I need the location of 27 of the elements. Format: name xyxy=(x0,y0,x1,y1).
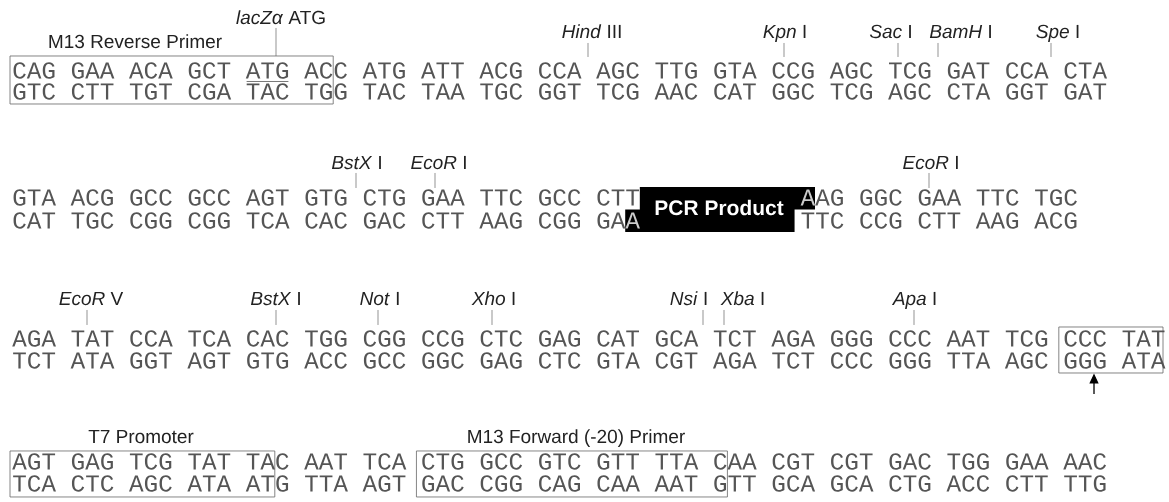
restriction-site-label: EcoR V xyxy=(59,291,124,326)
overhang-base: A xyxy=(800,189,816,206)
restriction-site-label: Xho I xyxy=(471,291,515,326)
restriction-site-label: BstX I xyxy=(331,155,381,189)
node-label: M13 Forward (-20) Primer xyxy=(468,429,685,447)
restriction-site-label: Nsi I xyxy=(670,291,707,326)
restriction-site-label: Kpn I xyxy=(763,24,806,58)
restriction-site-label: Xba I xyxy=(720,291,764,326)
dna-sequence: GTC CTT TGT CGA TAC TGG TAC TAA TGC GGT TCG AAC CAT GGC TCG AGC CTA GGT GAT xyxy=(13,83,1107,100)
dna-sequence: CAG GAA ACA GCT ATG ACC ATG ATT ACG CCA AGC TTG GTA CCG AGC TCG GAT CCA CTA xyxy=(13,62,1108,79)
node-label: M13 Reverse Primer xyxy=(49,34,222,49)
restriction-site-label: Spe I xyxy=(1036,24,1079,58)
dna-sequence: TCT ATA GGT AGT GTG ACC GCC GGC GAG CTC GTA CGT AGA TCT CCC GGG TTA AGC GGG ATA xyxy=(13,352,1166,369)
restriction-site-label: Apa I xyxy=(891,291,936,326)
dna-sequence: AG GGC GAA TTC TGC xyxy=(815,189,1077,206)
restriction-site-label: EcoR I xyxy=(903,155,958,189)
restriction-site-label: BstX I xyxy=(250,291,300,326)
outlined-box xyxy=(1058,326,1164,374)
restriction-site-label: lacZα ATG xyxy=(236,10,325,57)
restriction-site-label: Sac I xyxy=(869,24,911,58)
restriction-site-label: BamH I xyxy=(929,24,991,58)
restriction-site-label: Not I xyxy=(360,291,399,326)
restriction-site-label: Hind III xyxy=(562,24,621,58)
dna-sequence: AGA TAT CCA TCA CAC TGG CGG CCG CTC GAG CAT GCA TCT AGA GGG CCC AAT TCG CCC TAT xyxy=(12,330,1165,347)
overhang-base: A xyxy=(625,212,640,229)
restriction-site-label: EcoR I xyxy=(411,155,466,189)
node-label: T7 Promoter xyxy=(88,429,194,444)
